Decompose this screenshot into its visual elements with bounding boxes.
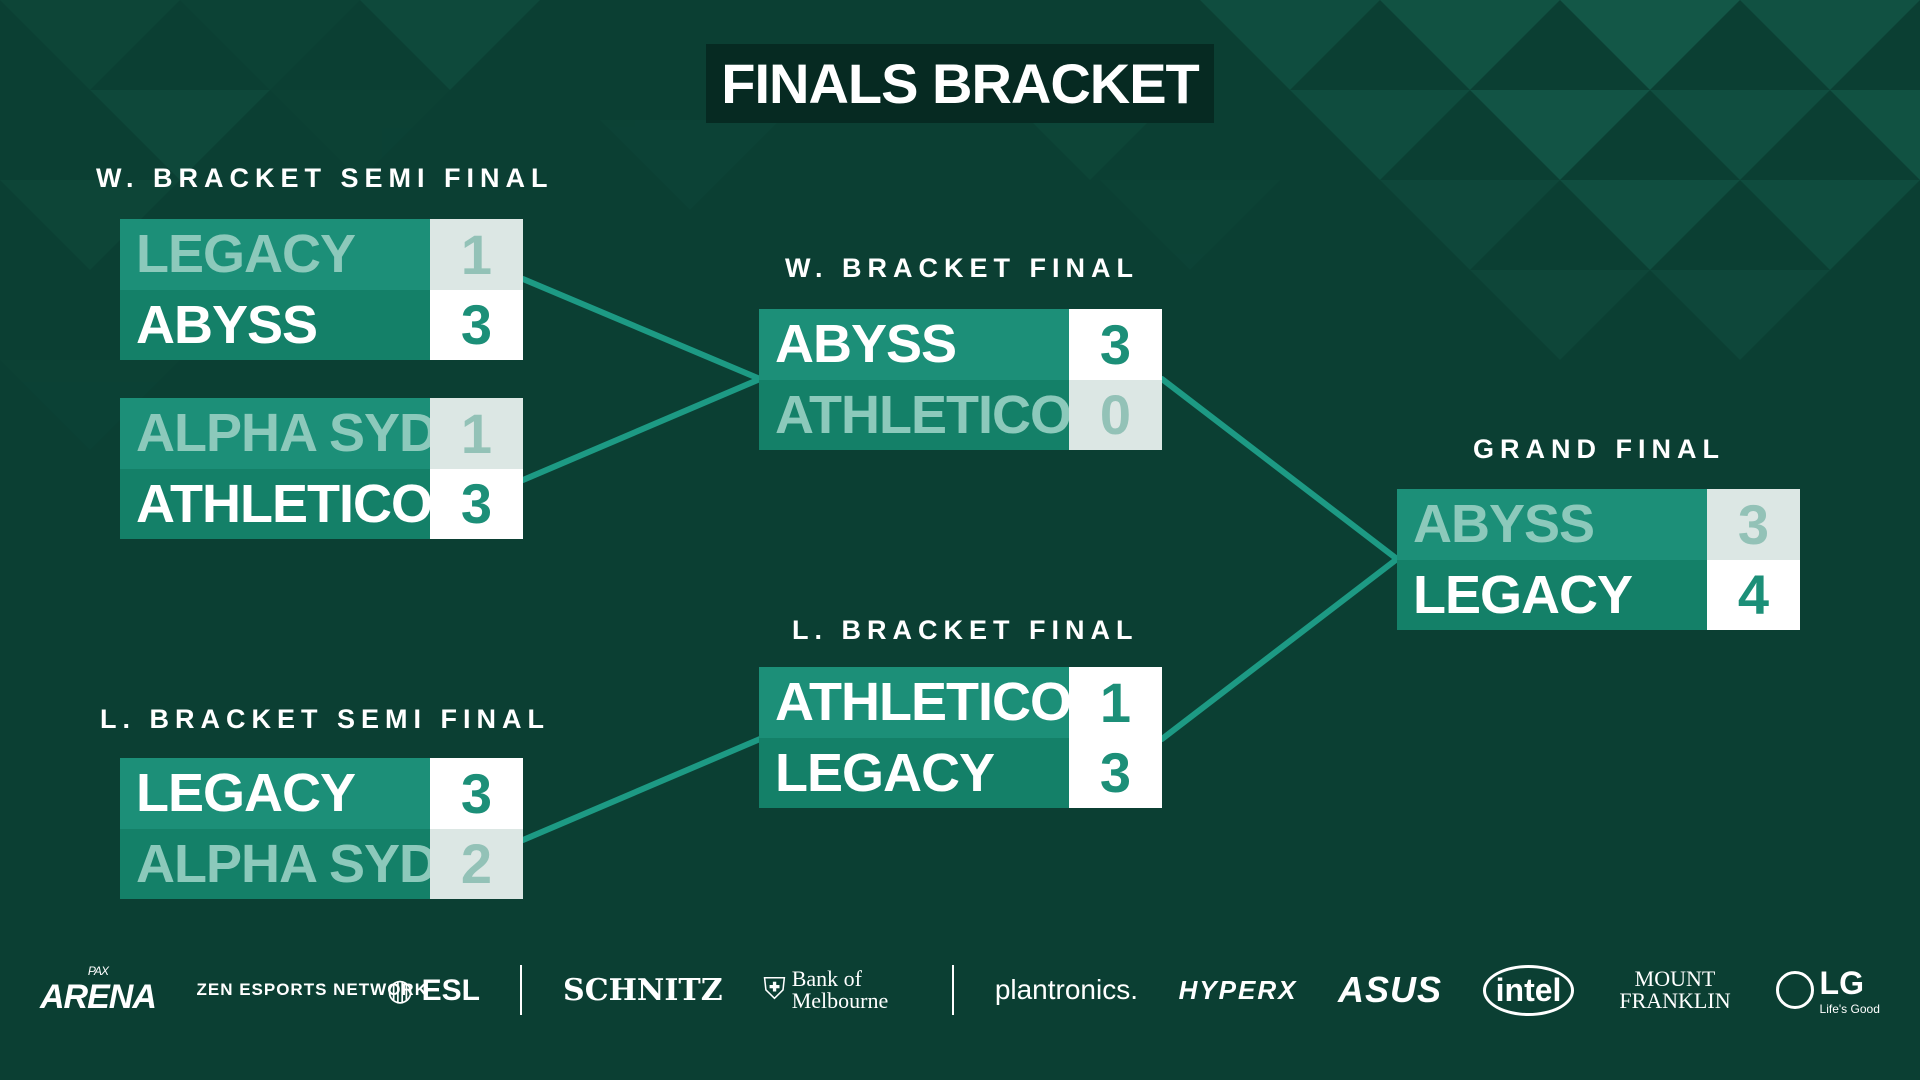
round-label-lb-semi: L. BRACKET SEMI FINAL [100,704,550,734]
team-row: LEGACY 1 [120,219,523,290]
match-lb-semi[interactable]: LEGACY 3 ALPHA SYD 2 [120,758,523,899]
sponsor-pax-small: PAX [87,963,109,978]
team-row: LEGACY 3 [759,737,1162,808]
team-score: 1 [430,219,523,290]
team-row: ATHLETICO 3 [120,468,523,539]
team-row: ALPHA SYD 2 [120,828,523,899]
sponsor-lg: LG Life's Good [1775,964,1880,1016]
match-wb-final[interactable]: ABYSS 3 ATHLETICO 0 [759,309,1162,450]
connector-wbfinal-grandfinal [1159,376,1400,562]
shield-icon: ⛨ [763,973,786,1006]
sponsor-pax-arena-text: ARENA [40,977,157,1016]
team-score: 1 [1069,667,1162,738]
match-grand-final[interactable]: ABYSS 3 LEGACY 4 [1397,489,1800,630]
team-score: 3 [430,289,523,360]
lg-logo-icon [1775,971,1814,1009]
connector-lbfinal-grandfinal [1159,556,1400,742]
sponsor-pax-arena: PAX ARENA [40,963,157,1017]
team-score: 3 [1069,309,1162,380]
esl-globe-icon: ◍ [387,973,414,1007]
sponsor-esl: ◍ ESL [387,973,480,1008]
team-score: 2 [430,828,523,899]
sponsor-plantronics: plantronics. [994,974,1138,1005]
match-wb-semi-2[interactable]: ALPHA SYD 1 ATHLETICO 3 [120,398,523,539]
round-label-wb-semi: W. BRACKET SEMI FINAL [96,163,554,193]
sponsor-bank-of-melbourne-text: Bank of Melbourne [791,966,889,1013]
team-name: LEGACY [120,219,430,290]
team-row: ABYSS 3 [759,309,1162,380]
team-name: ALPHA SYD [120,398,438,469]
team-score: 1 [430,398,523,469]
sponsor-intel: intel [1482,964,1575,1016]
match-lb-final[interactable]: ATHLETICO 1 LEGACY 3 [759,667,1162,808]
page-title: FINALS BRACKET [706,44,1214,123]
team-name: ATHLETICO [120,468,433,539]
match-wb-semi-1[interactable]: LEGACY 1 ABYSS 3 [120,219,523,360]
sponsor-schnitz: SCHNITZ [563,972,723,1008]
sponsor-asus: ASUS [1338,969,1443,1010]
connector-lbsemi-lbfinal [520,736,763,843]
team-score: 0 [1069,379,1162,450]
sponsor-divider [952,965,955,1015]
connector-wbsemi2-wbfinal [520,376,763,483]
round-label-lb-final: L. BRACKET FINAL [792,615,1139,645]
team-name: ATHLETICO [759,379,1072,450]
connector-wbsemi1-wbfinal [520,276,763,382]
team-row: LEGACY 4 [1397,559,1800,630]
team-score: 3 [430,468,523,539]
team-name: LEGACY [759,737,1069,808]
team-row: ALPHA SYD 1 [120,398,523,469]
sponsor-bank-of-melbourne: ⛨ Bank of Melbourne [763,968,912,1012]
round-label-wb-final: W. BRACKET FINAL [785,253,1139,283]
round-label-grand-final: GRAND FINAL [1473,434,1725,464]
team-name: ATHLETICO [759,667,1072,738]
sponsor-zen-esports: ZEN ESPORTS NETWORK [196,980,428,999]
sponsor-hyperx: HYPERX [1178,974,1298,1005]
team-row: ABYSS 3 [1397,489,1800,560]
team-name: LEGACY [120,758,430,829]
sponsor-bar: PAX ARENA ZEN ESPORTS NETWORK ◍ ESL SCHN… [40,950,1880,1030]
team-name: ALPHA SYD [120,828,438,899]
sponsor-esl-text: ESL [421,973,480,1007]
sponsor-mount-franklin: MOUNT FRANKLIN [1619,966,1731,1013]
team-name: ABYSS [1397,489,1707,560]
team-score: 3 [1707,489,1800,560]
team-row: ATHLETICO 0 [759,379,1162,450]
team-score: 3 [1069,737,1162,808]
team-name: LEGACY [1397,559,1707,630]
team-score: 3 [430,758,523,829]
sponsor-lg-text: LG [1819,964,1864,1001]
team-score: 4 [1707,559,1800,630]
team-row: ATHLETICO 1 [759,667,1162,738]
team-row: ABYSS 3 [120,289,523,360]
team-name: ABYSS [120,289,430,360]
team-name: ABYSS [759,309,1069,380]
team-row: LEGACY 3 [120,758,523,829]
sponsor-divider [520,965,523,1015]
sponsor-lg-tagline: Life's Good [1819,1001,1880,1016]
